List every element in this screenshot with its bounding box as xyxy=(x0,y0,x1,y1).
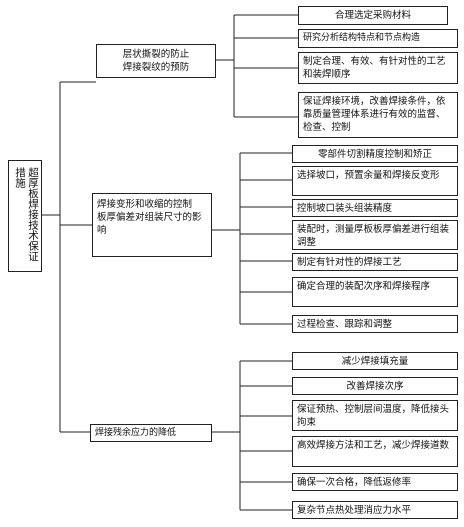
item-reduce-fill: 减少焊接填充量 xyxy=(292,352,458,370)
item-structure-analysis: 研究分析结构特点和节点构造 xyxy=(298,29,458,48)
branch-node-residual-stress: 焊接残余应力的降低 xyxy=(90,424,212,442)
item-thickness-adjustment: 装配时，测量厚板板厚偏差进行组装调整 xyxy=(292,220,458,250)
item-assembly-order: 确定合理的装配次序和焊接程序 xyxy=(292,277,458,307)
item-improve-sequence: 改善焊接次序 xyxy=(292,377,458,395)
root-node: 超厚板焊接技术保证措施 xyxy=(8,160,42,272)
item-process-inspection: 过程检查、跟踪和调整 xyxy=(292,315,458,333)
item-efficient-method: 高效焊接方法和工艺，减少焊接道数 xyxy=(292,436,458,467)
item-groove-assembly-precision: 控制坡口装头组装精度 xyxy=(292,199,458,217)
item-targeted-welding-process: 制定有针对性的焊接工艺 xyxy=(292,253,458,271)
item-welding-environment: 保证焊接环境，改善焊接条件，依靠质量管理体系进行有效的监督、检查、控制 xyxy=(298,92,458,138)
item-groove-allowance: 选择坡口，预置余量和焊接反变形 xyxy=(292,166,458,196)
branch-node-lamellar-tearing: 层状撕裂的防止 焊接裂纹的预防 xyxy=(96,44,216,78)
item-welding-sequence-process: 制定合理、有效、有针对性的工艺和装焊顺序 xyxy=(298,52,458,84)
item-first-pass: 确保一次合格，降低返修率 xyxy=(292,473,458,491)
item-heat-treatment: 复杂节点热处理消应力水平 xyxy=(292,501,458,519)
item-cutting-precision: 零部件切割精度控制和矫正 xyxy=(292,145,458,163)
branch-node-deformation-control: 焊接变形和收缩的控制 板厚偏差对组装尺寸的影响 xyxy=(92,193,212,257)
item-material-selection: 合理选定采购材料 xyxy=(298,6,448,25)
item-preheat-interpass: 保证预热、控制层间温度，降低接头拘束 xyxy=(292,400,458,431)
